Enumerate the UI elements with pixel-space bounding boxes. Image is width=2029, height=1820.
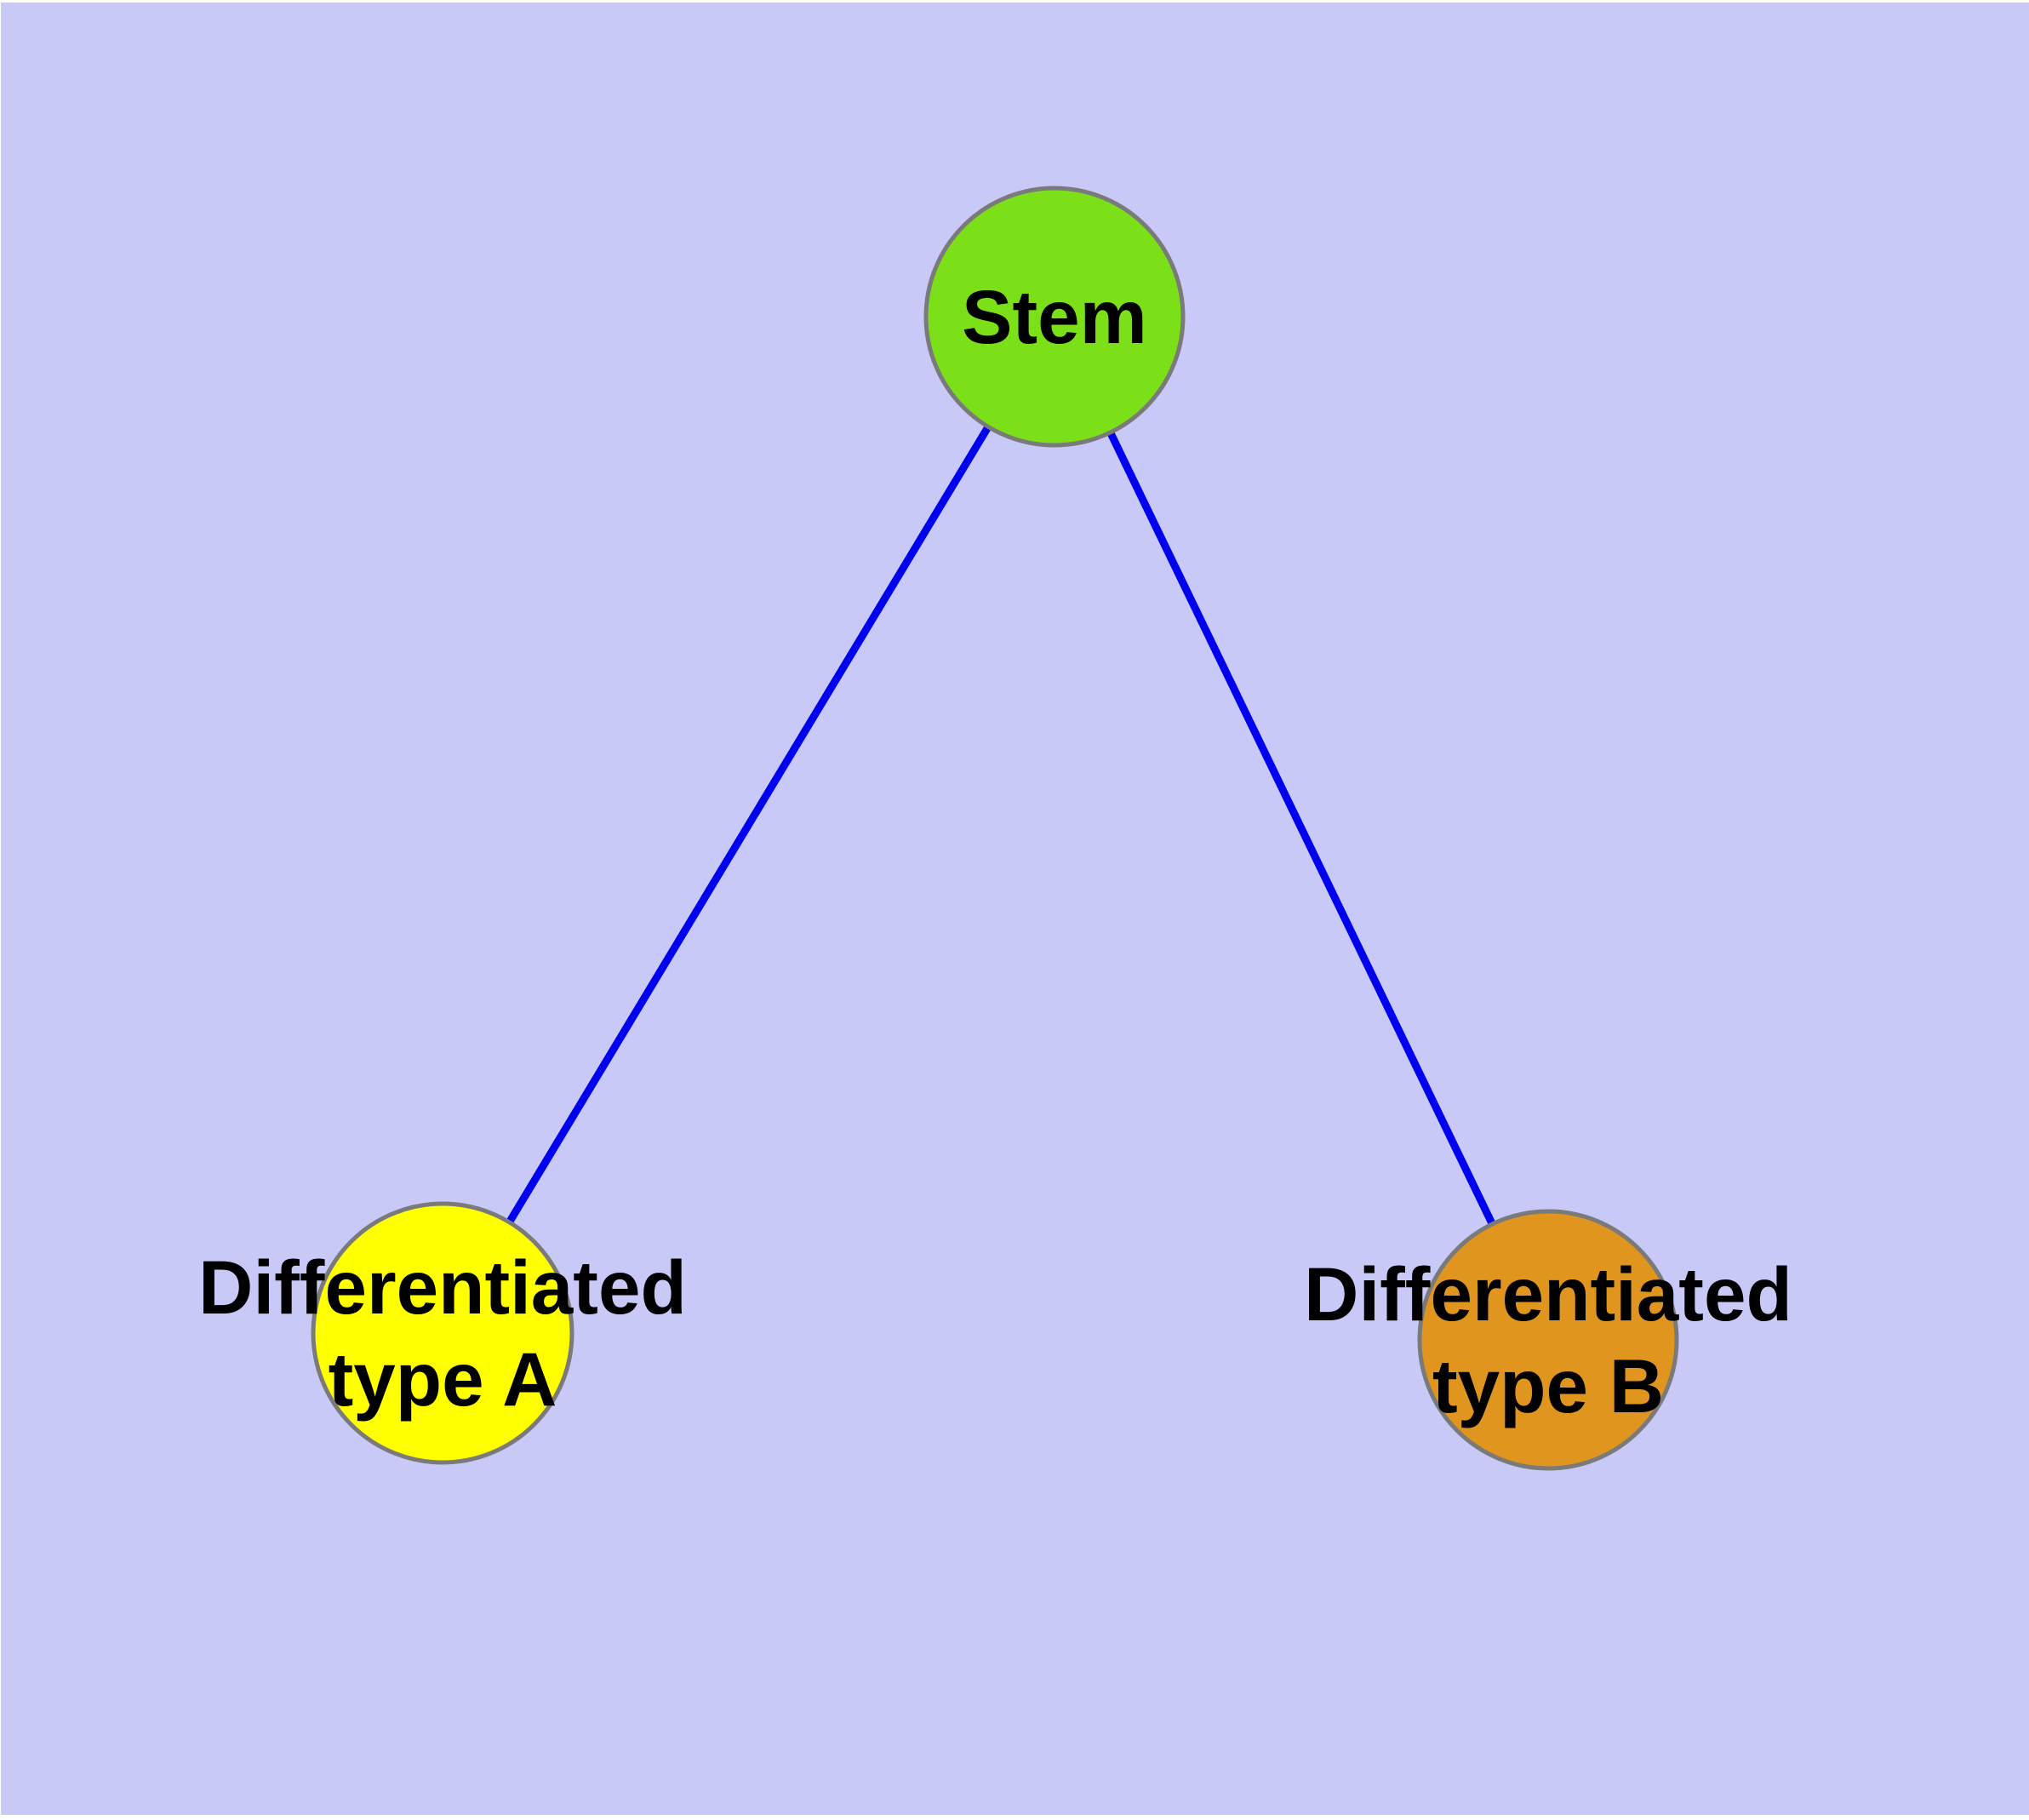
node-stem [923, 186, 1186, 448]
edge-stem-to-type-b [1050, 315, 1552, 1342]
edge-stem-to-type-a [439, 314, 1058, 1336]
edges-layer [439, 314, 1552, 1342]
nodes-layer [311, 186, 1679, 1471]
node-type-a [311, 1201, 574, 1465]
node-label-stem: Stem [962, 274, 1147, 359]
node-type-b [1417, 1209, 1679, 1471]
